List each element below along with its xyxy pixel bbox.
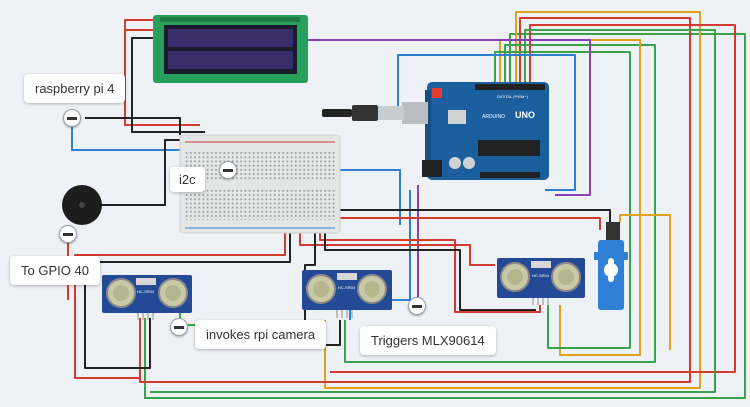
annotation-mlx[interactable]: Triggers MLX90614 xyxy=(360,326,496,355)
arduino-chip xyxy=(478,140,540,156)
wire-red-mid[interactable] xyxy=(319,225,541,313)
wire-black-servo[interactable] xyxy=(340,209,611,222)
arduino-power-jack[interactable] xyxy=(422,160,442,177)
servo-motor[interactable] xyxy=(594,222,628,310)
sensor-middle-label: HC-SR04 xyxy=(338,285,356,290)
wire-black-right[interactable] xyxy=(324,225,536,311)
wire-red-servo[interactable] xyxy=(340,217,601,230)
arduino-analog-header xyxy=(480,172,540,178)
ultrasonic-sensor-left[interactable]: HC-SR04 xyxy=(102,275,192,320)
arduino-usb-port[interactable] xyxy=(402,102,428,124)
annotation-raspberry-pi-marker[interactable] xyxy=(63,109,81,127)
breadboard-hole-grid-bottom xyxy=(185,190,335,220)
usb-cable[interactable] xyxy=(322,105,404,121)
annotation-raspberry-pi[interactable]: raspberry pi 4 xyxy=(24,74,126,103)
ultrasonic-sensor-middle[interactable]: HC-SR04 xyxy=(302,270,392,318)
sensor-right-label: HC-SR04 xyxy=(532,273,550,278)
wire-green-3[interactable] xyxy=(494,51,631,349)
arduino-brand-label: ARDUINO xyxy=(482,114,505,120)
arduino-regulator xyxy=(448,110,466,124)
wire-orange-2[interactable] xyxy=(499,39,641,356)
arduino-uno-board[interactable]: UNO ARDUINO DIGITAL (PWM~) xyxy=(402,82,549,180)
annotation-gpio40-text: To GPIO 40 xyxy=(21,263,89,278)
wire-red-main[interactable] xyxy=(299,225,495,266)
wire-black-pi[interactable] xyxy=(85,117,181,135)
wire-orange-outer[interactable] xyxy=(324,11,701,389)
annotation-camera[interactable]: invokes rpi camera xyxy=(195,320,327,349)
annotation-camera-text: invokes rpi camera xyxy=(206,327,316,342)
lcd-character-cells xyxy=(168,29,293,69)
breadboard[interactable] xyxy=(179,134,341,234)
arduino-reset-button[interactable] xyxy=(432,88,442,98)
annotation-mlx-marker[interactable] xyxy=(408,297,426,315)
arduino-capacitor-1 xyxy=(449,157,461,169)
piezo-buzzer[interactable] xyxy=(62,185,102,225)
annotation-mlx-text: Triggers MLX90614 xyxy=(371,333,485,348)
arduino-capacitor-2 xyxy=(463,157,475,169)
lcd-display[interactable] xyxy=(153,15,308,83)
annotation-i2c[interactable]: i2c xyxy=(170,167,205,192)
annotation-gpio40[interactable]: To GPIO 40 xyxy=(10,256,100,285)
arduino-digital-label: DIGITAL (PWM~) xyxy=(497,94,529,99)
annotation-i2c-marker[interactable] xyxy=(219,161,237,179)
annotation-camera-marker[interactable] xyxy=(170,318,188,336)
annotation-gpio40-marker[interactable] xyxy=(59,225,77,243)
lcd-header-pins xyxy=(160,17,300,22)
wire-orange-servo[interactable] xyxy=(619,214,671,350)
sensor-left-label: HC-SR04 xyxy=(137,289,155,294)
annotation-raspberry-pi-text: raspberry pi 4 xyxy=(35,81,115,96)
annotation-i2c-text: i2c xyxy=(179,172,196,187)
arduino-digital-header xyxy=(475,84,545,90)
wire-black-lcd[interactable] xyxy=(131,37,205,133)
wire-blue-lcd[interactable] xyxy=(397,54,576,191)
arduino-model-label: UNO xyxy=(515,110,535,120)
wire-green-4[interactable] xyxy=(150,29,716,393)
breadboard-hole-grid-top xyxy=(185,150,335,180)
wire-red-2[interactable] xyxy=(330,24,736,373)
wire-green-outer[interactable] xyxy=(144,33,746,399)
wire-black-left[interactable] xyxy=(84,225,291,369)
ultrasonic-sensor-right[interactable]: HC-SR04 xyxy=(497,258,585,305)
